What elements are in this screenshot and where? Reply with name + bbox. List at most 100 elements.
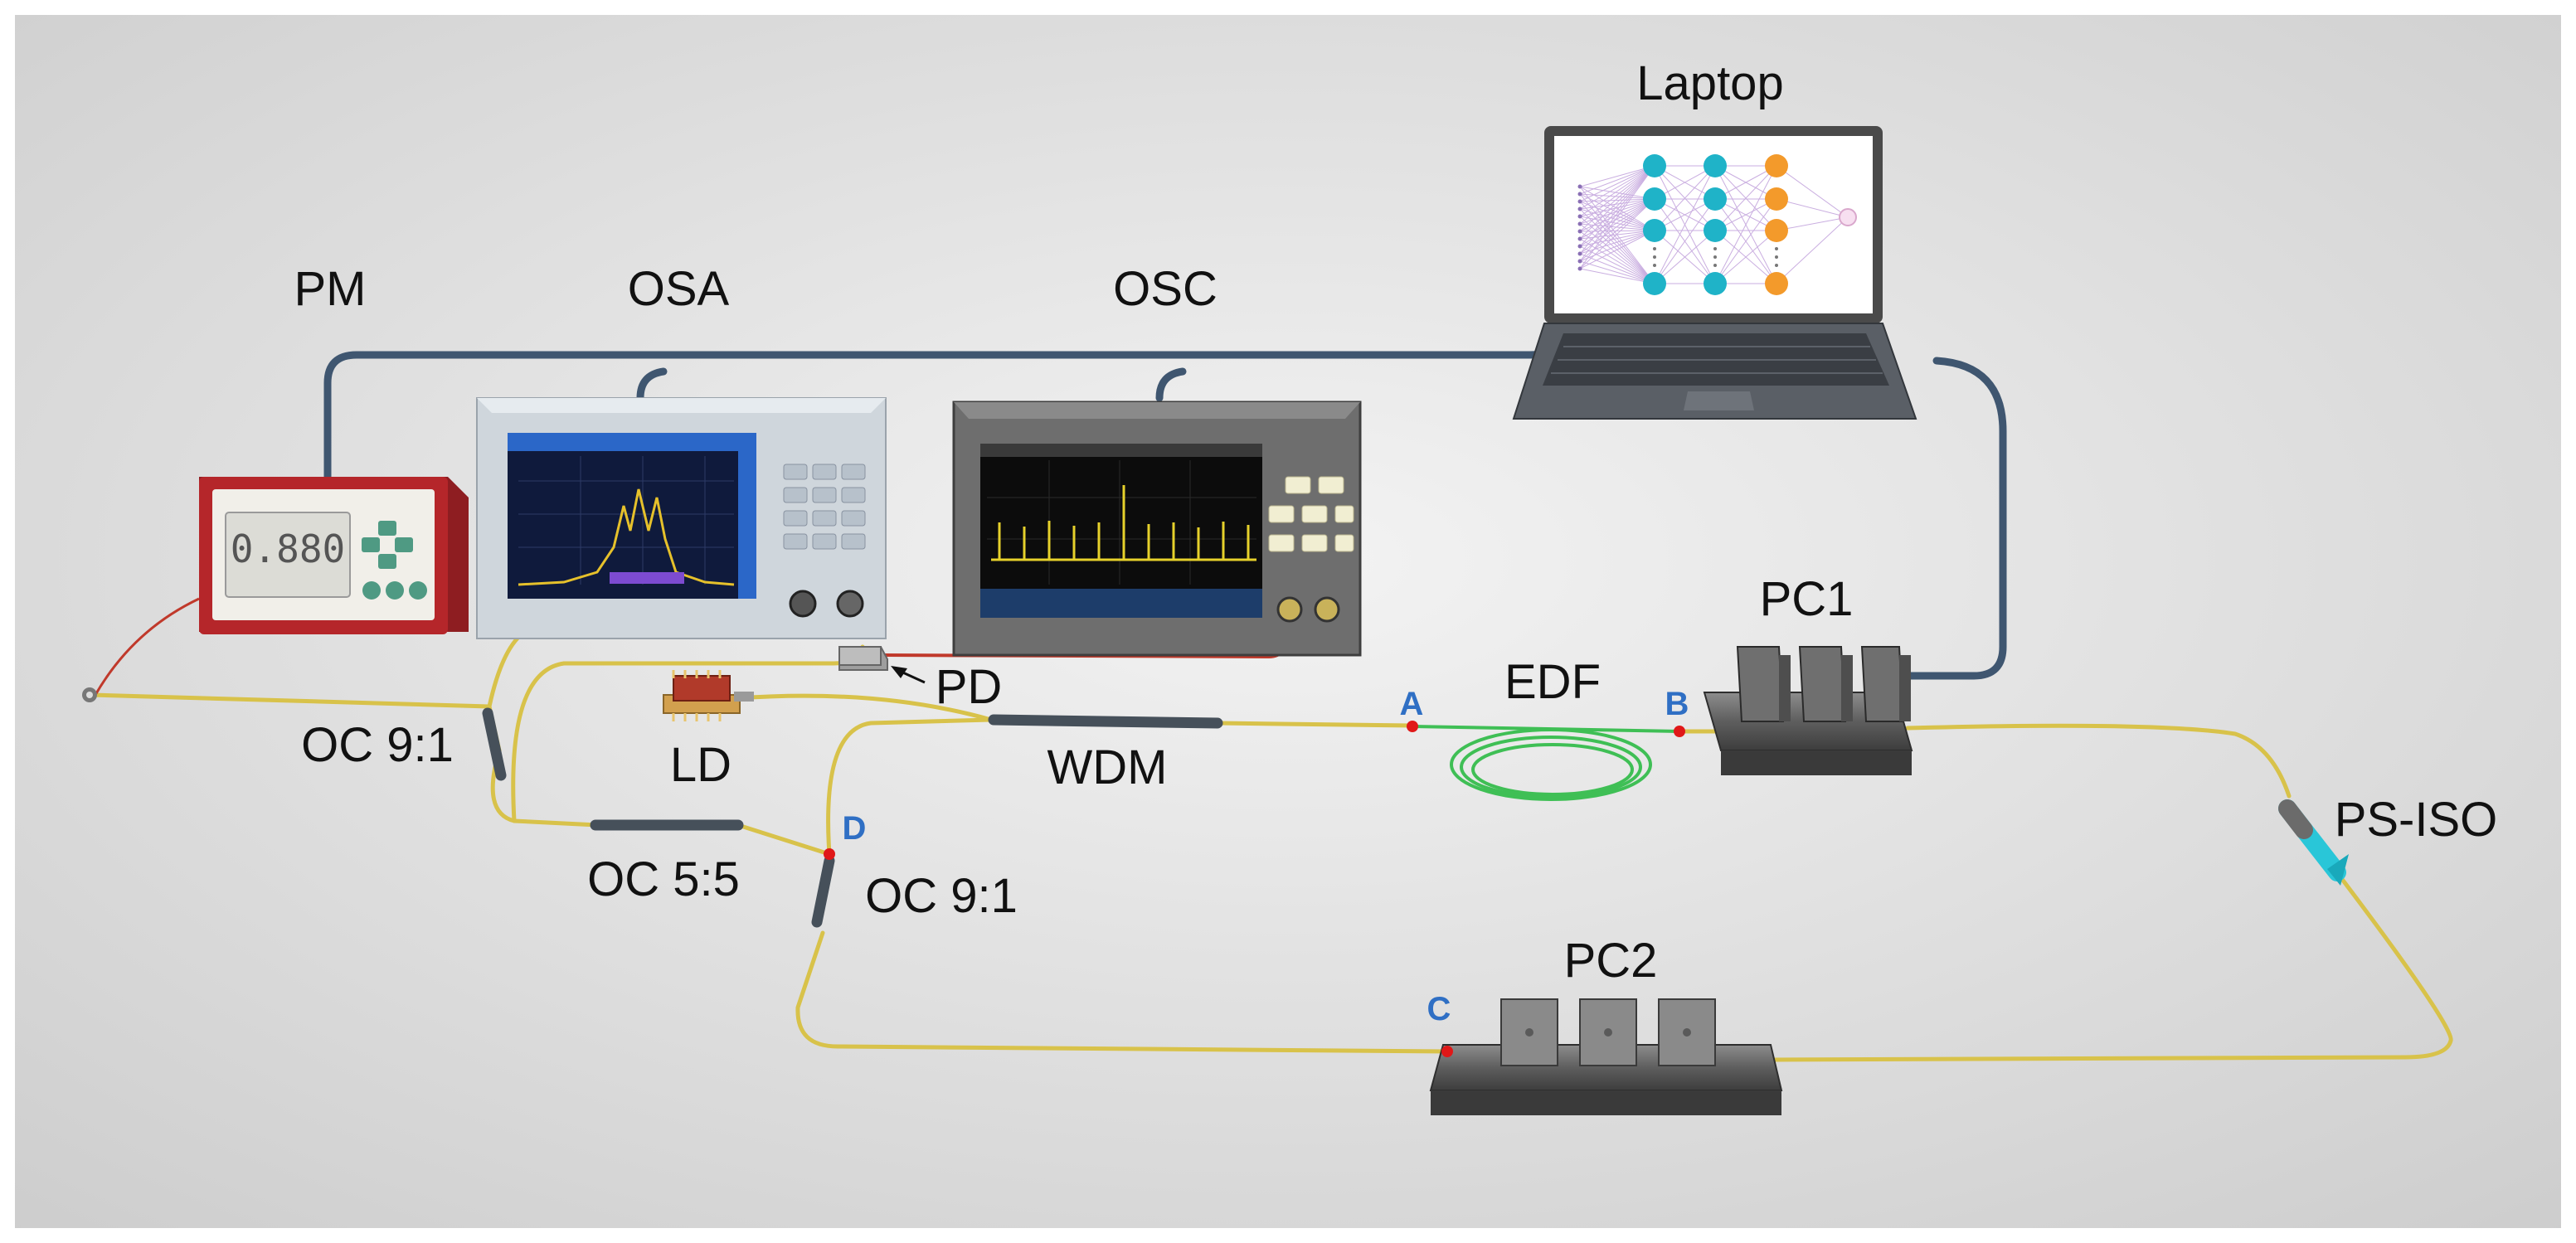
- nn-hidden-node: [1643, 187, 1666, 211]
- nn-link: [1579, 208, 1655, 231]
- nn-link: [1579, 198, 1655, 269]
- nn-ellipsis-dot: [1653, 247, 1656, 250]
- nn-hidden-node: [1643, 219, 1666, 242]
- nn-link: [1579, 165, 1655, 232]
- osa-input-port: [789, 590, 817, 618]
- nn-hidden-node: [1704, 187, 1727, 211]
- oc-9-1-right-coupler: [811, 855, 835, 928]
- nn-hidden-node: [1643, 154, 1666, 177]
- nn-ellipsis-dot: [1713, 255, 1717, 259]
- nn-ellipsis-dot: [1775, 255, 1778, 259]
- nn-link: [1776, 198, 1849, 218]
- nn-input-node: [1577, 206, 1582, 211]
- polarization-sensitive-isolator: [2278, 799, 2349, 886]
- nn-link: [1579, 230, 1655, 247]
- nn-link: [1714, 230, 1777, 284]
- neural-network-illustration: [1577, 154, 1857, 295]
- label-osa: OSA: [628, 262, 730, 316]
- nn-link: [1579, 165, 1655, 225]
- nn-hidden-node: [1704, 219, 1727, 242]
- pc2-base-front: [1431, 1090, 1781, 1115]
- rf-cable-pm: [94, 597, 200, 696]
- nn-link: [1579, 198, 1655, 240]
- nn-ellipsis-dot: [1775, 264, 1778, 267]
- osc-keypad: [1268, 476, 1354, 552]
- nn-output-layer-node: [1765, 219, 1788, 242]
- point-markers: [824, 721, 1685, 1057]
- fiber-input: [89, 692, 492, 709]
- osa-screen: [508, 433, 756, 599]
- osc-input-1: [1276, 596, 1303, 623]
- label-ld: LD: [670, 738, 731, 792]
- nn-ellipsis-dot: [1653, 255, 1656, 259]
- photodetector: [838, 646, 888, 671]
- nn-final-output-node: [1839, 208, 1857, 226]
- label-laptop: Laptop: [1636, 56, 1783, 110]
- nn-link: [1714, 198, 1777, 284]
- fiber-ld-to-wdm: [736, 693, 994, 722]
- nn-link: [1579, 216, 1655, 231]
- nn-link: [1579, 193, 1655, 231]
- point-b-marker: [1674, 726, 1685, 737]
- laptop-touchpad: [1684, 391, 1754, 410]
- fiber-connector: [82, 687, 97, 702]
- nn-link: [1776, 216, 1849, 284]
- fiber-iso-to-pc2: [1772, 872, 2453, 1062]
- nn-link: [1579, 186, 1655, 200]
- osc-top: [954, 402, 1360, 419]
- fiber-pc1-to-iso: [1905, 723, 2292, 799]
- label-osc: OSC: [1113, 262, 1218, 316]
- pc1-paddles: [1736, 646, 1905, 722]
- nn-link: [1776, 216, 1849, 231]
- nn-link: [1579, 165, 1655, 247]
- osa-keypad: [783, 464, 866, 550]
- nn-link: [1579, 186, 1655, 231]
- nn-link: [1579, 193, 1655, 200]
- nn-link: [1579, 201, 1655, 231]
- pd-pointer-arrow: [891, 666, 926, 684]
- label-pc2: PC2: [1564, 934, 1658, 988]
- nn-input-node: [1577, 192, 1582, 197]
- nn-link: [1579, 165, 1655, 217]
- power-meter: 0.880: [199, 477, 469, 634]
- nn-link: [1579, 165, 1655, 210]
- nn-input-node: [1577, 214, 1582, 219]
- pc1-paddle-sides: [1779, 655, 1911, 721]
- point-c-marker: [1441, 1046, 1453, 1057]
- label-pm: PM: [294, 262, 367, 316]
- fiber-wdm-to-a: [1217, 721, 1415, 728]
- label-pd: PD: [936, 660, 1003, 714]
- nn-input-node: [1577, 236, 1582, 241]
- data-cable-pc1: [1903, 357, 2007, 680]
- nn-link: [1579, 165, 1655, 255]
- nn-input-node: [1577, 229, 1582, 234]
- polarization-controller-1: [1703, 646, 1913, 775]
- osa-marker-band: [610, 572, 684, 584]
- nn-link: [1579, 165, 1655, 240]
- nn-ellipsis-dot: [1713, 264, 1717, 267]
- nn-input-node: [1577, 251, 1582, 256]
- osa-screen-softkeys: [738, 451, 756, 599]
- osc-pulse-train: [991, 485, 1256, 561]
- fiber-d-to-wdm: [826, 717, 994, 857]
- nn-link: [1654, 198, 1716, 284]
- nn-input-node: [1577, 244, 1582, 249]
- nn-link: [1714, 165, 1777, 284]
- polarization-controller-2: [1429, 998, 1783, 1115]
- nn-link: [1579, 198, 1655, 217]
- nn-link: [1579, 165, 1655, 195]
- nn-link: [1579, 260, 1655, 284]
- label-wdm: WDM: [1047, 740, 1168, 794]
- nn-link: [1579, 198, 1655, 202]
- nn-link: [1776, 165, 1849, 218]
- nn-input-node: [1577, 184, 1582, 189]
- osc-grid: [987, 460, 1256, 585]
- optical-spectrum-analyzer: [476, 397, 887, 639]
- nn-link: [1579, 198, 1655, 225]
- label-pc1: PC1: [1760, 572, 1854, 626]
- nn-link: [1654, 165, 1716, 231]
- nn-link: [1579, 198, 1655, 232]
- nn-link: [1579, 230, 1655, 255]
- data-cable-osa: [636, 367, 668, 402]
- laptop-key-rows: [1551, 346, 1883, 374]
